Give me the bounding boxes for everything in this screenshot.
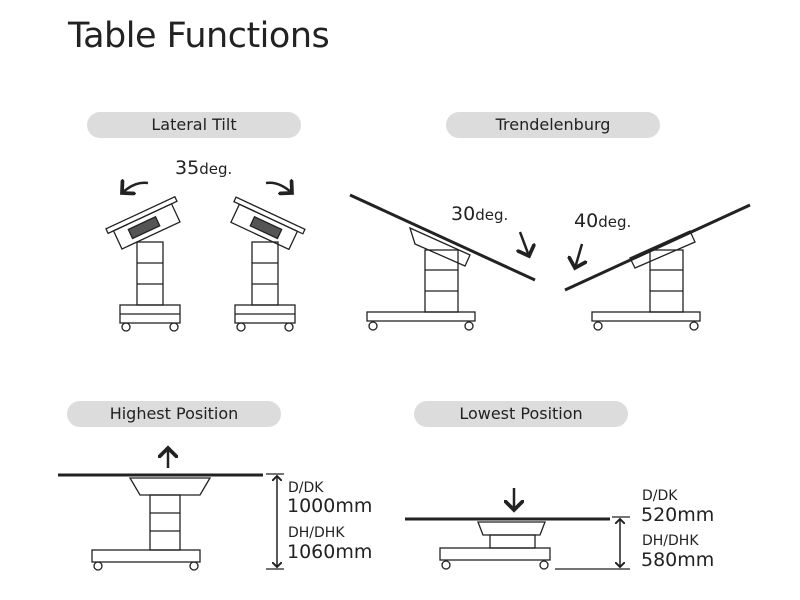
lowest-value-2: 580mm bbox=[641, 549, 715, 571]
down-arrow-icon bbox=[520, 231, 529, 256]
section-label-highest-position: Highest Position bbox=[67, 401, 281, 427]
lowest-model-2: DH/DHK bbox=[642, 533, 699, 549]
section-label-trendelenburg: Trendelenburg bbox=[446, 112, 660, 138]
page-title: Table Functions bbox=[68, 16, 330, 56]
trendelenburg-angle-right: 40deg. bbox=[574, 210, 632, 232]
rotate-right-arrow-icon bbox=[265, 183, 292, 193]
highest-position-table-icon bbox=[58, 473, 263, 571]
rotate-left-arrow-icon bbox=[122, 183, 149, 193]
down-arrow-icon bbox=[575, 243, 582, 268]
section-label-lateral-tilt: Lateral Tilt bbox=[87, 112, 301, 138]
highest-model-2: DH/DHK bbox=[288, 525, 345, 541]
lowest-value-1: 520mm bbox=[641, 504, 715, 526]
trendelenburg-angle-left: 30deg. bbox=[451, 203, 509, 225]
lateral-tilt-left-table-icon bbox=[105, 195, 181, 332]
lateral-tilt-angle: 35deg. bbox=[175, 157, 233, 179]
height-dimension-line-highest bbox=[266, 473, 284, 570]
lowest-position-table-icon bbox=[405, 517, 610, 570]
height-dimension-line-lowest bbox=[555, 516, 630, 570]
highest-value-1: 1000mm bbox=[287, 495, 373, 517]
lowest-model-1: D/DK bbox=[642, 488, 678, 504]
lateral-tilt-right-table-icon bbox=[230, 196, 306, 332]
trendelenburg-left-table-icon bbox=[349, 193, 536, 331]
highest-model-1: D/DK bbox=[288, 480, 324, 496]
trendelenburg-right-table-icon bbox=[564, 203, 751, 331]
section-label-lowest-position: Lowest Position bbox=[414, 401, 628, 427]
highest-value-2: 1060mm bbox=[287, 541, 373, 563]
